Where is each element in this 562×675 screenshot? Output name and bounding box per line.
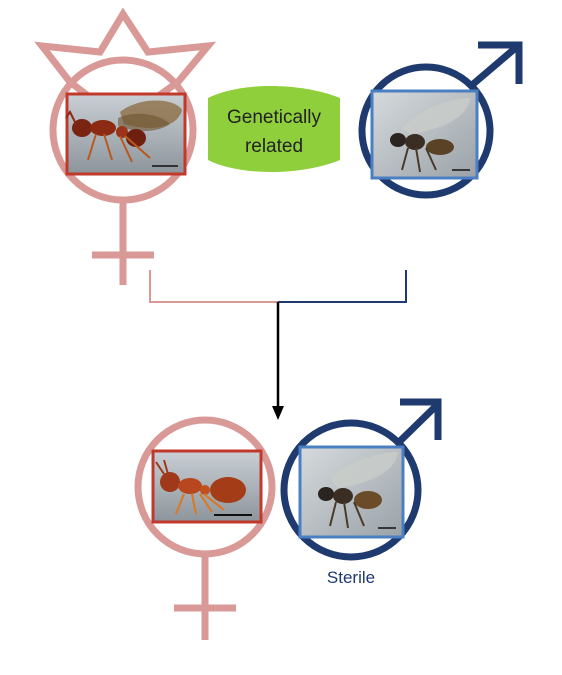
male-offspring-ant-photo bbox=[298, 445, 405, 539]
banner-line-1: Genetically bbox=[227, 107, 321, 128]
male-offspring-ring bbox=[280, 419, 422, 561]
cross-connector bbox=[149, 270, 407, 303]
female-symbol-icon bbox=[134, 416, 276, 640]
male-parent-ant-photo bbox=[370, 89, 479, 180]
sterile-label: Sterile bbox=[327, 568, 375, 587]
male-symbol-icon bbox=[358, 41, 523, 199]
offspring-arrow bbox=[272, 302, 284, 420]
genetically-related-banner: Genetically related bbox=[208, 86, 340, 172]
female-connector-line bbox=[149, 270, 278, 303]
male-connector-line bbox=[278, 270, 407, 303]
queen-ant-photo bbox=[65, 92, 187, 176]
banner-line-2: related bbox=[245, 136, 303, 157]
female-offspring-ant-photo bbox=[151, 449, 263, 524]
male-ring bbox=[358, 63, 494, 199]
male-offspring-symbol-icon bbox=[280, 398, 442, 561]
